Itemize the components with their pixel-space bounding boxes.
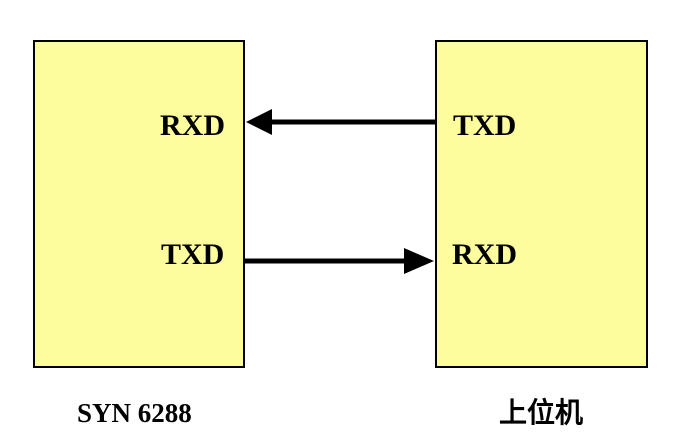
syn6288-rxd-port-label: RXD [160, 109, 225, 142]
host-txd-port-label: TXD [453, 109, 517, 142]
syn6288-txd-port-label: TXD [161, 238, 225, 271]
syn6288-box [33, 40, 245, 368]
host-rxd-port-label: RXD [452, 238, 517, 271]
host-caption: 上位机 [499, 398, 584, 429]
host-box [435, 40, 648, 368]
syn6288-caption: SYN 6288 [77, 398, 192, 428]
arrow-host-txd-to-syn-rxd [246, 109, 435, 135]
arrow-syn-txd-to-host-rxd [245, 248, 434, 274]
